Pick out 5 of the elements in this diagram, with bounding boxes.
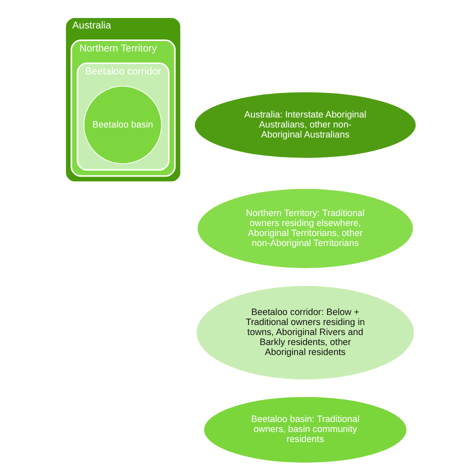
node-ellipse: Beetaloo corridor: Below + Traditional owners residing in towns, Aboriginal Rivers and Barkly residents, other Aboriginal residents	[195, 285, 414, 380]
node-ellipse: Australia: Interstate Aboriginal Australians, other non-Aboriginal Australians	[194, 91, 416, 159]
node-circle: Beetaloo basin	[83, 86, 162, 164]
node-ellipse: Northern Territory: Traditional owners residing elsewhere, Aboriginal Territorians, other non-Aboriginal Territorians	[196, 188, 414, 269]
node-ellipse: Beetaloo basin: Traditional owners, basin community residents	[202, 396, 407, 464]
